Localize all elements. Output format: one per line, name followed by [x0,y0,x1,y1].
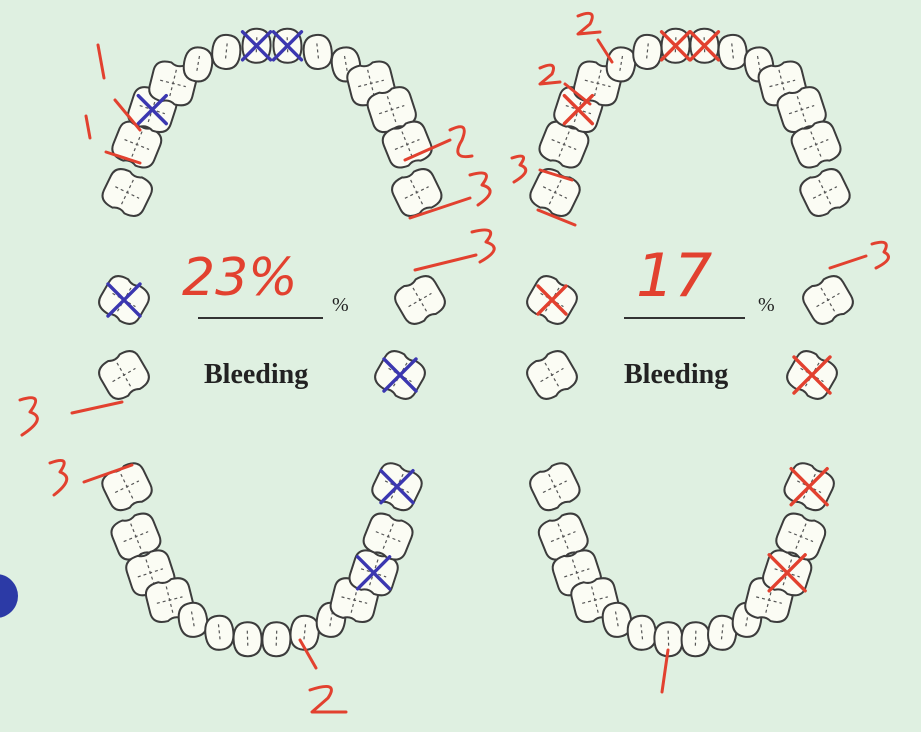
blue-ink-dot [0,574,18,618]
right-upper-tooth-7 [632,34,663,71]
right-lower-tooth-9 [681,622,710,657]
left-score-area: 23% % Bleeding [182,248,349,390]
right-score-area: 17 % Bleeding [624,241,775,390]
left-lower-tooth-8 [233,622,262,657]
right-percent-sign: % [758,294,775,316]
right-lower-arch [523,347,841,657]
left-lower-tooth-9 [262,622,291,657]
left-upper-tooth-2 [99,165,156,220]
left-score-handwritten: 23% [182,248,298,308]
right-upper-tooth-15 [796,165,853,220]
right-upper-tooth-10 [717,34,748,71]
left-bleeding-label: Bleeding [204,359,308,390]
left-lower-tooth-1 [95,347,153,404]
right-lower-tooth-2 [526,459,583,514]
left-upper-tooth-16 [391,272,449,329]
left-lower-tooth-7 [204,614,235,651]
right-upper-tooth-16 [799,272,857,329]
left-upper-tooth-15 [388,165,445,220]
left-upper-tooth-6 [181,45,214,83]
left-upper-tooth-7 [211,34,242,71]
left-lower-arch [95,347,429,657]
right-lower-tooth-1 [523,347,581,404]
left-upper-tooth-10 [302,34,333,71]
left-percent-sign: % [332,294,349,316]
right-lower-tooth-7 [626,614,657,651]
right-score-handwritten: 17 [636,241,712,311]
right-bleeding-label: Bleeding [624,359,728,390]
